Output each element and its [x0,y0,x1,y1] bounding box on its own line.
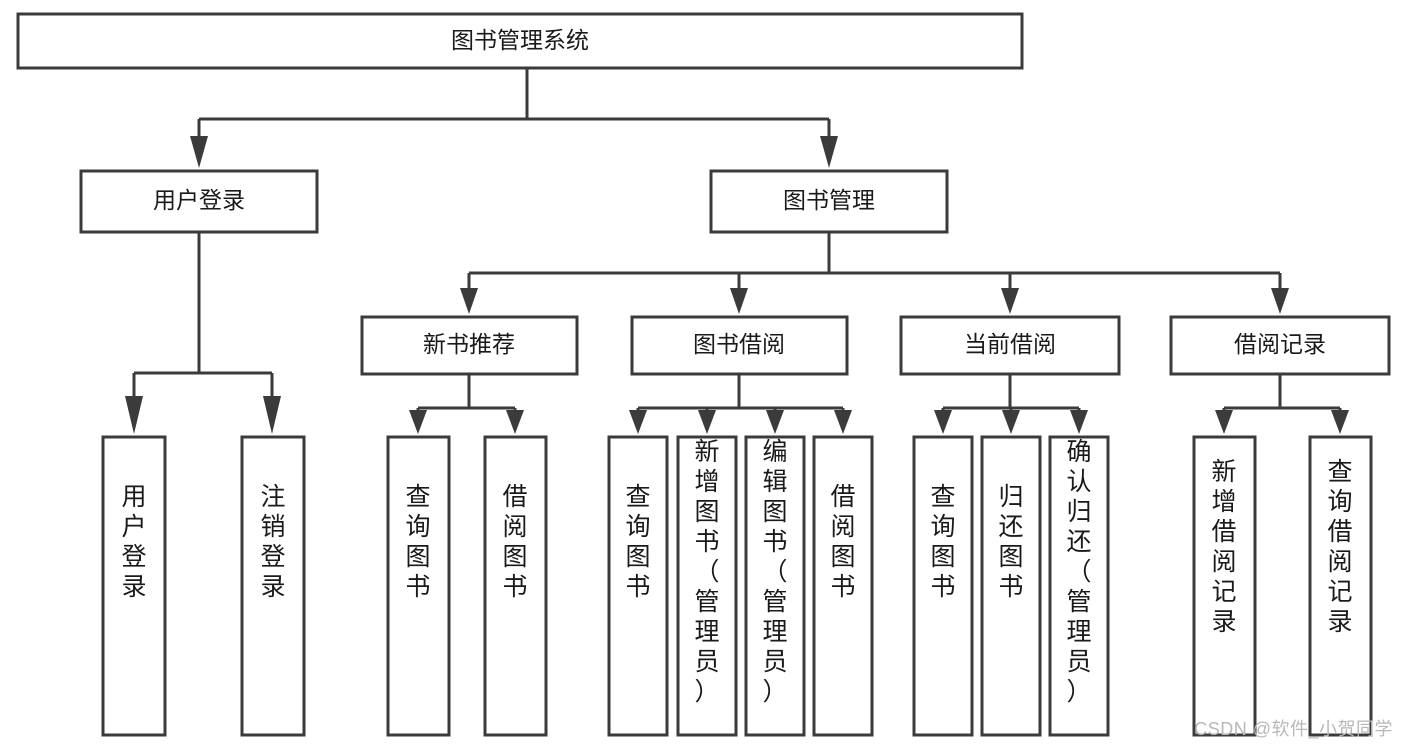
node-leaf-return-book-label: 归还图书 [998,483,1023,601]
node-root[interactable]: 图书管理系统 [16,12,1024,70]
connector-group-book-borrow [629,374,852,434]
arrow-head-leaf-add-book [698,410,716,434]
node-borrow-record[interactable]: 借阅记录 [1169,315,1391,376]
arrow-head-user-login [190,136,208,168]
connector-group-book-manage [460,232,1289,314]
arrow-head-leaf-borrow-book-recommend [506,410,524,434]
connector-group-new-book-recommend [409,374,524,434]
arrow-head-leaf-query-record [1331,410,1349,434]
node-leaf-query-record-box[interactable] [1308,435,1373,737]
node-leaf-borrow-book-label: 借阅图书 [830,483,855,601]
node-user-login-label: 用户登录 [153,187,245,213]
node-book-manage-label: 图书管理 [783,187,875,213]
node-leaf-edit-book[interactable]: 编辑图书（管理员） [744,435,806,737]
connector-group-user-login [125,232,281,434]
node-leaf-query-book-recommend[interactable]: 查询图书 [386,435,451,737]
node-leaf-borrow-book[interactable]: 借阅图书 [812,435,874,737]
node-leaf-query-book-borrow-label: 查询图书 [625,483,650,601]
node-leaf-confirm-return-label: 确认归还（管理员） [1066,438,1091,706]
node-leaf-query-record-label: 查询借阅记录 [1327,458,1352,636]
node-borrow-record-box[interactable] [1169,315,1391,376]
node-leaf-query-book-current[interactable]: 查询图书 [912,435,974,737]
arrow-head-leaf-confirm-return [1070,410,1088,434]
node-leaf-query-book-current-box[interactable] [912,435,974,737]
node-leaf-borrow-book-box[interactable] [812,435,874,737]
node-current-borrow[interactable]: 当前借阅 [899,315,1121,376]
node-leaf-edit-book-label: 编辑图书（管理员） [762,438,787,706]
node-borrow-record-label: 借阅记录 [1234,331,1326,357]
arrow-head-leaf-edit-book [766,410,784,434]
node-root-label: 图书管理系统 [451,27,589,53]
node-leaf-query-book-borrow[interactable]: 查询图书 [607,435,669,737]
node-current-borrow-label: 当前借阅 [964,331,1056,357]
csdn-watermark: CSDN @软件_小贺同学 [1194,719,1393,739]
node-leaf-add-record-label: 新增借阅记录 [1211,458,1236,636]
arrow-head-leaf-query-book-borrow [629,410,647,434]
arrow-head-leaf-query-book-current [934,410,952,434]
node-leaf-return-book[interactable]: 归还图书 [980,435,1042,737]
node-leaf-query-book-borrow-box[interactable] [607,435,669,737]
node-leaf-add-book-box[interactable] [676,435,738,737]
node-user-login-box[interactable] [79,169,319,234]
connector-group-current-borrow [934,374,1088,434]
node-leaf-user-login-box[interactable] [101,435,167,737]
arrow-head-leaf-query-book-recommend [409,410,427,434]
node-leaf-borrow-book-recommend[interactable]: 借阅图书 [483,435,548,737]
node-book-manage[interactable]: 图书管理 [709,169,949,234]
arrow-head-new-book-recommend [460,288,478,314]
node-new-book-recommend-box[interactable] [360,315,579,376]
arrow-head-leaf-logout [263,396,281,434]
node-user-login[interactable]: 用户登录 [79,169,319,234]
node-leaf-query-book-recommend-label: 查询图书 [405,483,430,601]
node-leaf-logout-label: 注销登录 [260,483,285,601]
node-leaf-logout[interactable]: 注销登录 [240,435,306,737]
node-leaf-query-book-recommend-box[interactable] [386,435,451,737]
node-leaf-user-login-label: 用户登录 [121,483,146,601]
node-leaf-return-book-box[interactable] [980,435,1042,737]
node-book-borrow-box[interactable] [630,315,849,376]
connector-group-borrow-record [1215,374,1349,434]
node-leaf-confirm-return-box[interactable] [1048,435,1110,737]
node-current-borrow-box[interactable] [899,315,1121,376]
node-book-borrow[interactable]: 图书借阅 [630,315,849,376]
node-leaf-confirm-return[interactable]: 确认归还（管理员） [1048,435,1110,737]
arrow-head-borrow-record [1271,288,1289,314]
node-leaf-borrow-book-recommend-box[interactable] [483,435,548,737]
arrow-head-leaf-user-login [125,396,143,434]
node-leaf-add-book[interactable]: 新增图书（管理员） [676,435,738,737]
node-leaf-user-login[interactable]: 用户登录 [101,435,167,737]
node-leaf-query-record[interactable]: 查询借阅记录 [1308,435,1373,737]
node-root-box[interactable] [16,12,1024,70]
node-book-borrow-label: 图书借阅 [693,331,785,357]
arrow-head-leaf-return-book [1002,410,1020,434]
arrow-head-leaf-borrow-book [834,410,852,434]
node-leaf-add-record-box[interactable] [1192,435,1257,737]
node-leaf-add-record[interactable]: 新增借阅记录 [1192,435,1257,737]
node-book-manage-box[interactable] [709,169,949,234]
arrow-head-book-manage [820,136,838,168]
node-leaf-edit-book-box[interactable] [744,435,806,737]
arrow-head-book-borrow [730,288,748,314]
node-new-book-recommend-label: 新书推荐 [423,331,515,357]
node-leaf-logout-box[interactable] [240,435,306,737]
node-leaf-add-book-label: 新增图书（管理员） [694,438,719,706]
node-new-book-recommend[interactable]: 新书推荐 [360,315,579,376]
arrow-head-current-borrow [1001,288,1019,314]
node-leaf-borrow-book-recommend-label: 借阅图书 [502,483,527,601]
node-leaf-query-book-current-label: 查询图书 [930,483,955,601]
connector-group-root [190,68,838,168]
arrow-head-leaf-add-record [1215,410,1233,434]
